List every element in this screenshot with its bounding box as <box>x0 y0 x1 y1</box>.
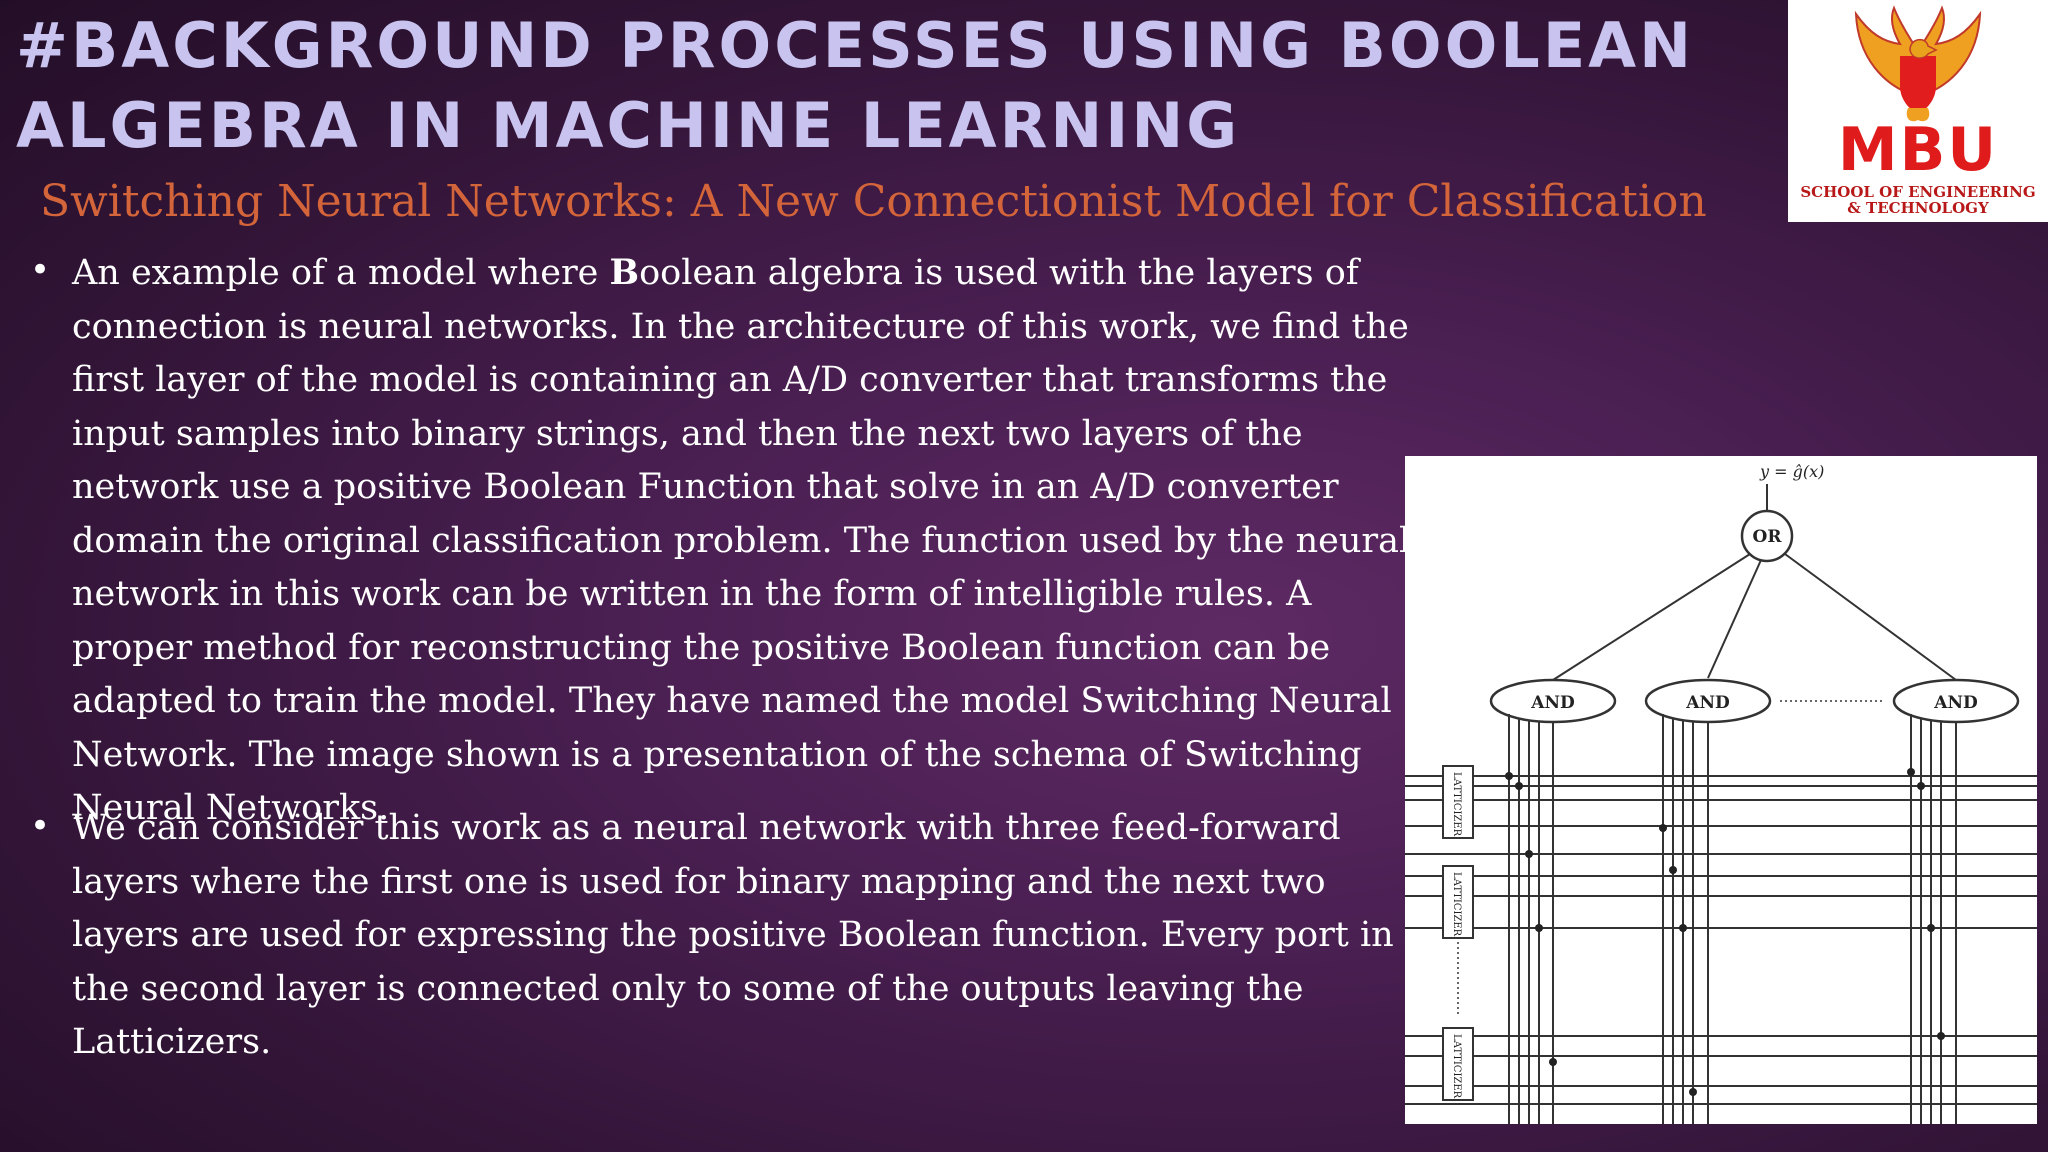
latticizer-2-label: LATTICIZER <box>1451 872 1462 937</box>
bullet-1-bold-letter: B <box>609 252 640 293</box>
latticizer-2: LATTICIZER <box>1442 865 1474 939</box>
bullet-1-text-start: An example of a model where <box>72 253 610 293</box>
latticizer-1-label: LATTICIZER <box>1451 772 1462 837</box>
and-node-3-label: AND <box>1933 693 1978 713</box>
bullet-1: An example of a model where Boolean alge… <box>72 246 1772 846</box>
latticizer-1: LATTICIZER <box>1442 765 1474 839</box>
and-node-2-label: AND <box>1685 693 1730 713</box>
bullet-marker-2: • <box>30 806 51 846</box>
latticizer-3: LATTICIZER <box>1442 1027 1474 1101</box>
bullet-2: We can consider this work as a neural ne… <box>72 808 1394 1062</box>
and-node-1-label: AND <box>1530 693 1575 713</box>
snn-schema: y = ĝ(x) OR AND AND AND <box>1405 462 2037 1124</box>
or-to-and-2-line <box>1707 559 1762 679</box>
bullet-marker-1: • <box>30 250 51 290</box>
logo-subtitle: SCHOOL OF ENGINEERING & TECHNOLOGY <box>1788 184 2048 216</box>
logo-subtitle-line-1: SCHOOL OF ENGINEERING <box>1800 183 2036 201</box>
bullet-1-text-rest: oolean algebra is used with the layers o… <box>72 253 1411 828</box>
slide-title: #Background processes using Boolean Alge… <box>16 9 1695 162</box>
logo-wordmark: MBU <box>1837 115 1999 185</box>
output-label: y = ĝ(x) <box>1759 462 1824 481</box>
connection-dots <box>1505 768 1945 1096</box>
phoenix-emblem-icon <box>1854 5 1982 122</box>
or-node <box>1740 509 1794 563</box>
latticizer-3-label: LATTICIZER <box>1451 1034 1462 1099</box>
slide-subtitle: Switching Neural Networks: A New Connect… <box>40 176 1707 227</box>
or-to-and-3-line <box>1784 553 1957 681</box>
switching-neural-network-diagram: y = ĝ(x) OR AND AND AND <box>1405 456 2037 1124</box>
or-to-and-1-line <box>1552 553 1751 681</box>
latticizer-output-lines <box>1405 775 2037 1105</box>
or-node-label: OR <box>1753 527 1783 547</box>
logo-subtitle-line-2: & TECHNOLOGY <box>1847 199 1989 217</box>
mbu-logo: MBU SCHOOL OF ENGINEERING & TECHNOLOGY <box>1788 0 2048 222</box>
